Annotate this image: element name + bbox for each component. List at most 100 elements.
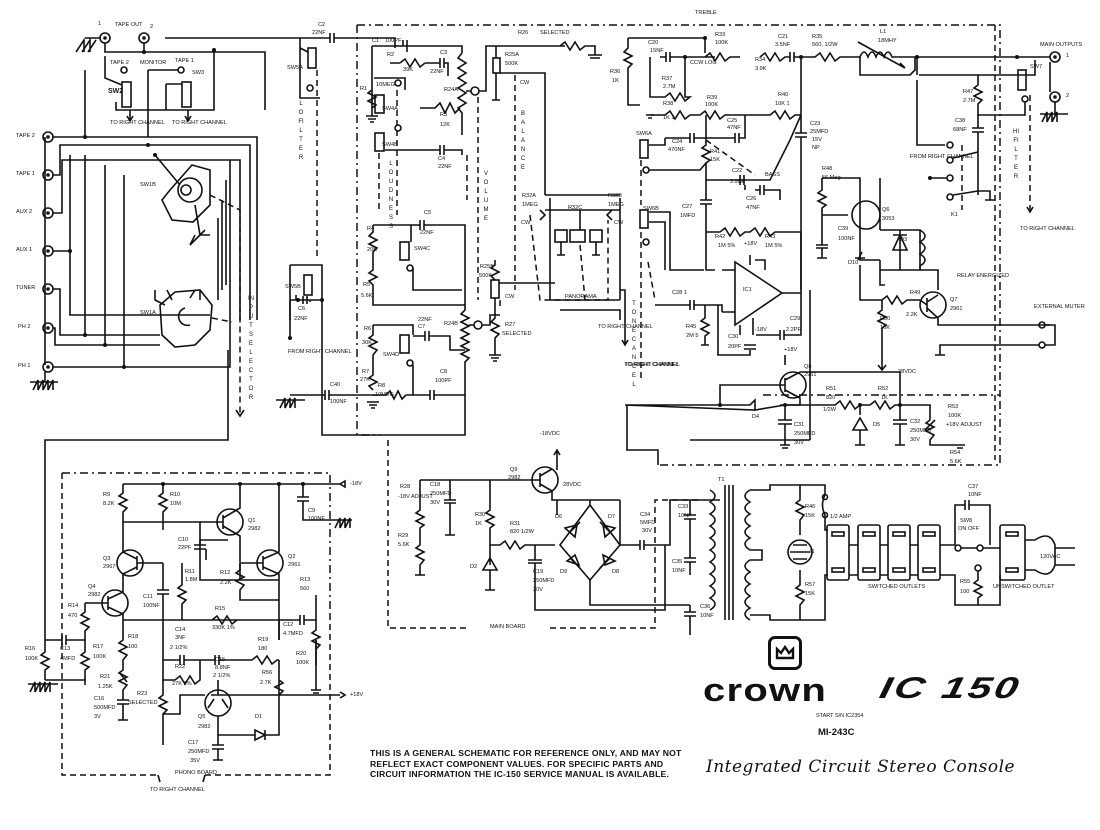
ac-plug — [1025, 535, 1075, 575]
vertical-control-label: HIFILTER — [1013, 129, 1019, 180]
component-label: 1 — [1066, 53, 1070, 59]
component-label: 100K — [705, 102, 719, 108]
component-label: C7 — [418, 324, 426, 330]
component-label: R51 — [826, 386, 837, 392]
component-label: R23 — [137, 691, 148, 697]
component-label: TUNER — [16, 285, 36, 291]
component-label: C16 — [94, 696, 105, 702]
component-label: SW6A — [636, 131, 652, 137]
component-label: R22 — [175, 664, 186, 670]
component-label: D1 — [255, 714, 263, 720]
component-label: C11 — [143, 594, 153, 600]
component-label: 100PF — [385, 38, 402, 44]
component-label: C40 — [330, 382, 341, 388]
component-label: 2982 — [88, 592, 101, 598]
component-label: R52 — [878, 386, 889, 392]
q7-transistor — [919, 291, 947, 319]
component-label: R25A — [505, 52, 519, 58]
component-label: R34 — [755, 57, 766, 63]
component-label: R32C — [568, 205, 583, 211]
component-label: 47NF — [746, 205, 760, 211]
component-label: C28 1 — [672, 290, 687, 296]
component-label: SELECTED — [502, 331, 532, 337]
component-label: 15K — [710, 157, 720, 163]
component-label: 250MFD — [188, 749, 210, 755]
component-label: PHONO BOARD — [175, 770, 217, 776]
component-label: C27 — [682, 204, 693, 210]
component-label: R38 — [663, 101, 674, 107]
component-label: C13 — [60, 646, 71, 652]
component-label: 10NF — [672, 568, 686, 574]
component-label: TAPE 2 — [110, 60, 129, 66]
component-label: 1MEG — [522, 202, 538, 208]
component-label: R6 — [364, 326, 372, 332]
component-label: C33 — [678, 504, 689, 510]
component-label: D10 — [848, 260, 859, 266]
component-label: 180 — [258, 646, 268, 652]
component-label: R42 — [715, 234, 726, 240]
component-label: SELECTED — [540, 30, 570, 36]
component-label: C20 — [648, 40, 659, 46]
component-label: 100 — [128, 644, 138, 650]
component-label: PH 1 — [18, 363, 31, 369]
brand-name: crown — [703, 672, 828, 708]
component-label: R50 — [880, 316, 891, 322]
component-label: 22NF — [418, 317, 432, 323]
component-label: R5 — [363, 282, 371, 288]
component-label: C26 — [746, 196, 757, 202]
component-label: 20PF — [728, 344, 742, 350]
component-label: +18V — [350, 692, 364, 698]
component-label: 10MEG — [375, 392, 394, 398]
component-label: 2.2K — [220, 580, 232, 586]
component-label: R24A — [444, 87, 458, 93]
component-label: 10NF — [968, 492, 982, 498]
component-label: 100K — [715, 40, 729, 46]
component-label: SW2 — [108, 88, 124, 95]
crown-logo-icon — [768, 636, 802, 670]
component-label: C24 — [672, 139, 683, 145]
component-label: 2982 — [198, 724, 211, 730]
component-label: R37 — [662, 76, 673, 82]
sw1a-rotary-switch — [154, 289, 213, 348]
component-label: 100NF — [838, 236, 855, 242]
q6-fet — [851, 200, 881, 230]
component-label: TO RIGHT CHANNEL — [625, 362, 680, 368]
component-label: R57 — [805, 582, 816, 588]
component-label: C39 — [838, 226, 849, 232]
sw1b-rotary-switch — [154, 154, 211, 246]
component-label: C12 — [283, 622, 294, 628]
component-label: +18V — [744, 241, 758, 247]
component-label: 10K 1 — [775, 101, 790, 107]
model-name: IC 150 — [876, 672, 1025, 705]
component-label: 3053 — [882, 216, 895, 222]
component-label: R49 — [910, 290, 921, 296]
vertical-control-label: LOFILTER — [298, 101, 304, 161]
component-label: R32B — [608, 193, 622, 199]
component-label: 2.7M — [963, 98, 976, 104]
component-label: EXTERNAL MUTER — [1034, 304, 1085, 310]
component-label: SW4C — [414, 246, 431, 252]
component-label: L1 — [880, 29, 887, 35]
component-label: 5.6K — [398, 542, 410, 548]
component-label: R56 — [262, 670, 273, 676]
sw4d-switch — [399, 334, 410, 354]
component-label: 10K — [880, 325, 890, 331]
component-label: C38 — [955, 118, 966, 124]
component-label: C22 — [732, 168, 743, 174]
component-label: 30V — [910, 437, 920, 443]
component-label: 100K — [948, 413, 962, 419]
component-label: 15V — [812, 137, 822, 143]
component-label: 1K — [881, 395, 888, 401]
component-label: R35 — [812, 34, 823, 40]
component-label: PH 2 — [18, 324, 31, 330]
component-label: C8 — [440, 369, 448, 375]
component-label: 100K — [25, 656, 39, 662]
preamp-section — [276, 33, 629, 436]
vertical-control-label: VOLUME — [483, 171, 489, 222]
component-label: C17 — [188, 740, 199, 746]
component-label: MONITOR — [140, 60, 167, 66]
component-label: 5MFD — [640, 520, 656, 526]
component-label: 68NF — [953, 127, 967, 133]
component-label: Q7 — [950, 297, 958, 303]
component-label: D8 — [612, 569, 620, 575]
